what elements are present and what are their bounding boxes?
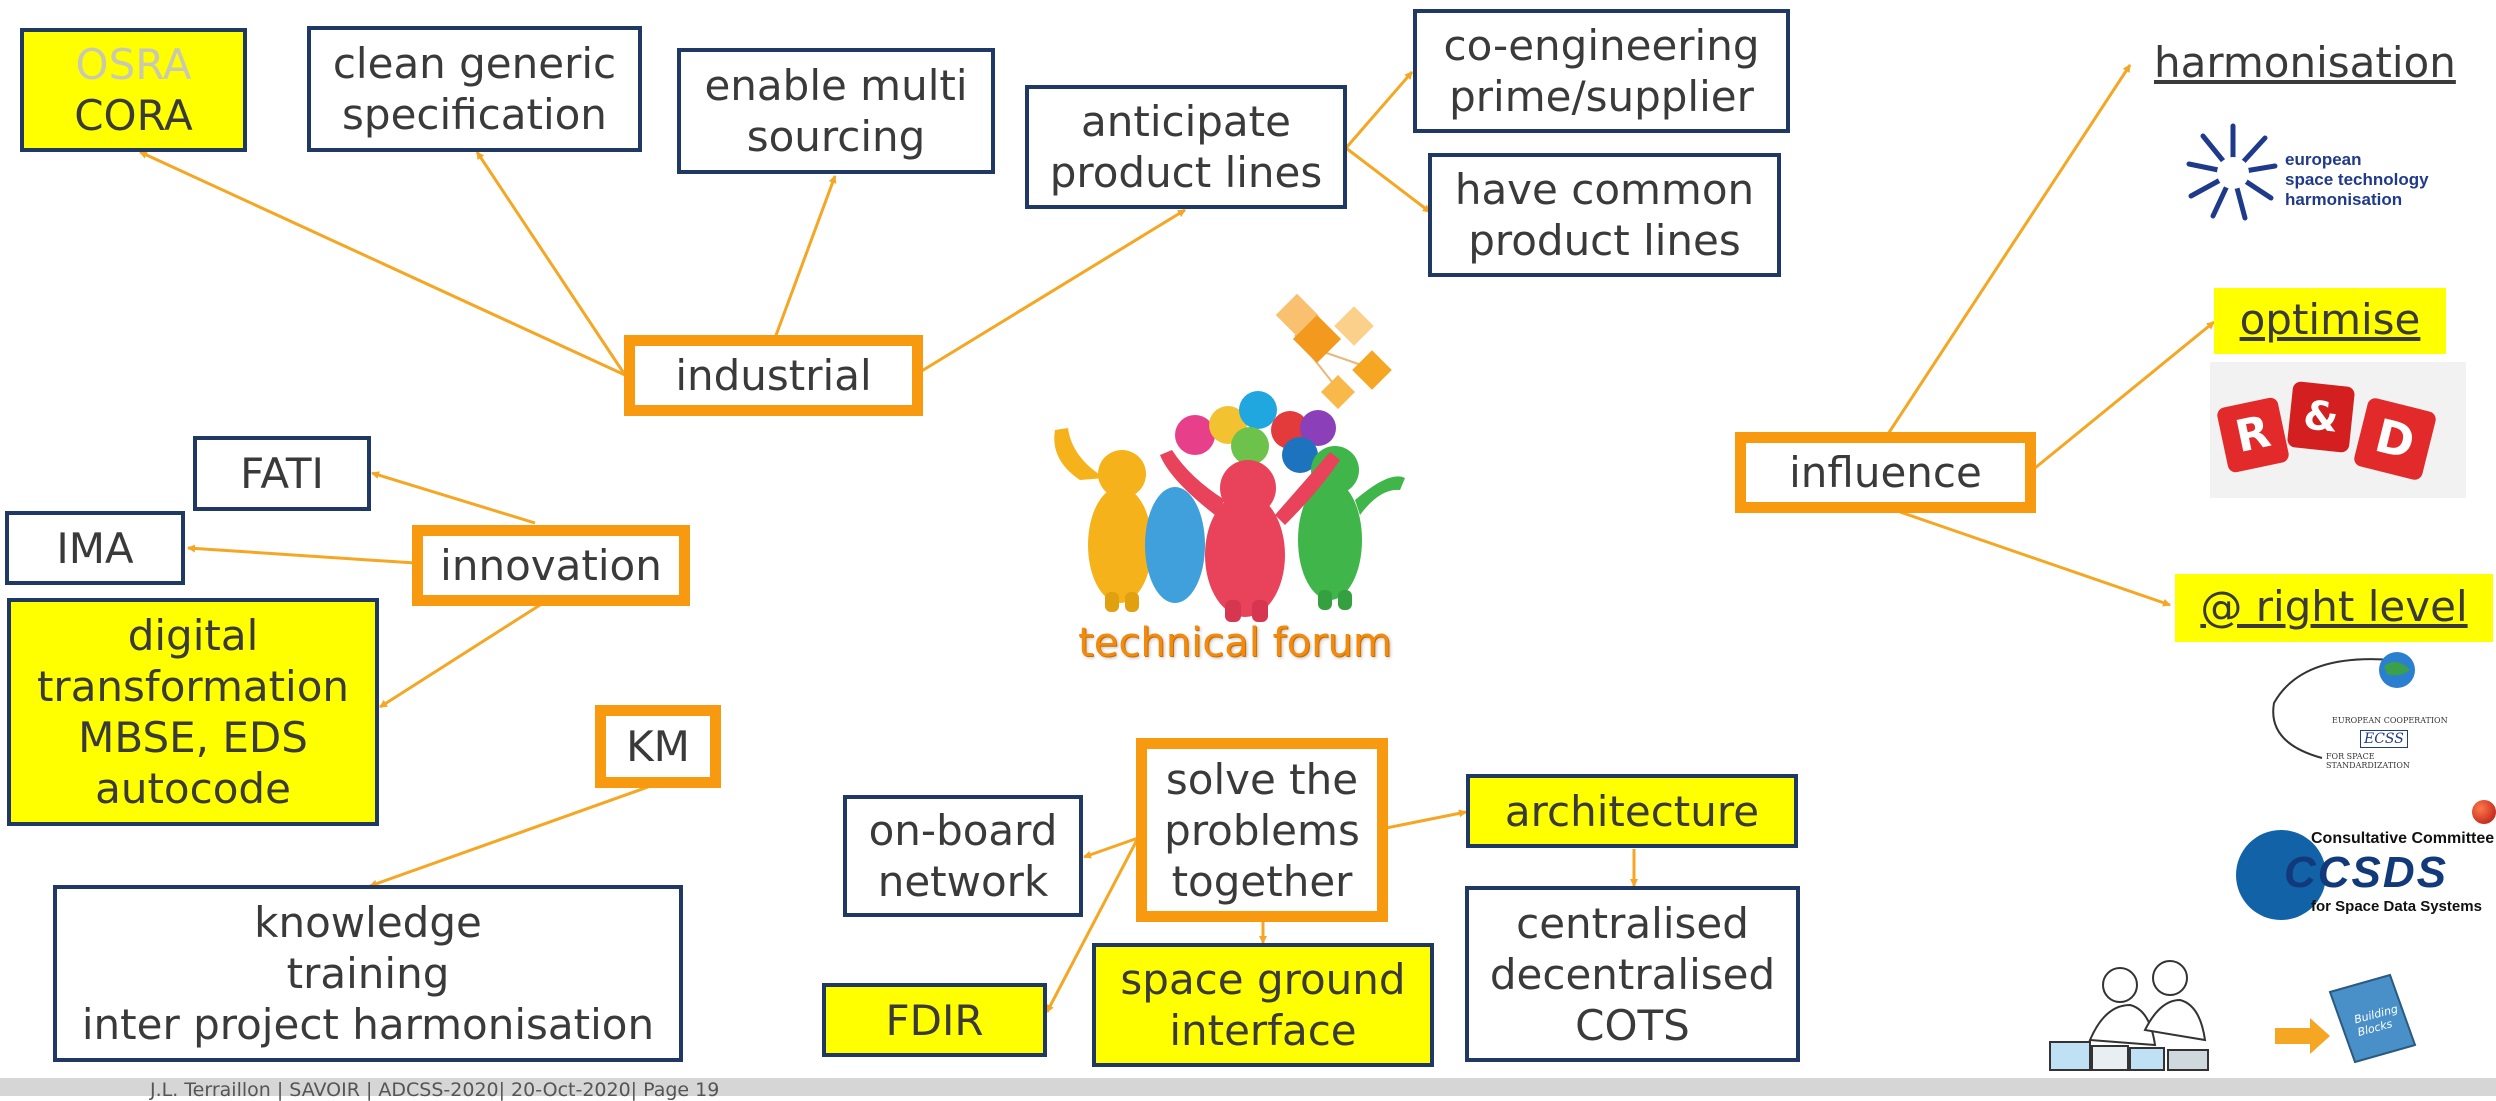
arrow-industrial-spec <box>475 151 627 376</box>
arrow-productlines-coeng <box>1344 71 1414 149</box>
node-km: KM <box>595 705 721 788</box>
arrow-productlines-common <box>1345 146 1431 214</box>
node-common-product-lines: have common product lines <box>1428 153 1781 277</box>
node-ima: IMA <box>5 511 185 585</box>
node-centralised: centralised decentralised COTS <box>1465 886 1800 1062</box>
arrow-influence-harmonisation <box>1886 64 2132 435</box>
arrow-km-knowledge <box>369 785 649 888</box>
target-optimise[interactable]: optimise <box>2214 288 2446 354</box>
node-knowledge: knowledge training inter project harmoni… <box>53 885 683 1062</box>
rd-dice-logo: R & D <box>2210 362 2466 498</box>
node-architecture: architecture <box>1466 774 1798 848</box>
central-title: technical forum <box>1078 620 1392 666</box>
building-blocks-cartoon: Building Blocks <box>2030 950 2420 1090</box>
target-right-level[interactable]: @ right level <box>2175 574 2493 642</box>
arrow-solve-onboard <box>1083 836 1139 859</box>
target-harmonisation[interactable]: harmonisation <box>2154 38 2456 87</box>
node-innovation: innovation <box>412 525 690 606</box>
node-solve-problems: solve the problems together <box>1136 738 1388 922</box>
footer-bar <box>0 1078 2496 1096</box>
ccsds-logo: Consultative Committee CCSDS for Space D… <box>2236 800 2496 920</box>
arrow-industrial-osra <box>139 150 626 377</box>
arrow-influence-optimise <box>2034 320 2215 470</box>
node-onboard-network: on-board network <box>843 795 1083 917</box>
node-fdir: FDIR <box>822 983 1047 1057</box>
arrow-industrial-productlines <box>919 208 1186 374</box>
crowd-illustration <box>1054 293 1405 622</box>
node-influence: influence <box>1735 432 2036 513</box>
node-co-engineering: co-engineering prime/supplier <box>1413 9 1790 133</box>
node-product-lines: anticipate product lines <box>1025 85 1347 209</box>
node-space-ground: space ground interface <box>1092 943 1434 1067</box>
esth-logo: european space technology harmonisation <box>2183 118 2443 228</box>
arrow-industrial-sourcing <box>773 175 837 339</box>
node-multi-sourcing: enable multi sourcing <box>677 48 995 174</box>
arrow-innovation-fati <box>371 471 536 525</box>
ecss-logo: EUROPEAN COOPERATION ECSS FOR SPACE STAN… <box>2262 648 2452 770</box>
node-digital-transformation: digital transformation MBSE, EDS autocod… <box>7 598 379 826</box>
node-industrial: industrial <box>624 335 923 416</box>
network-diamonds-icon <box>1275 293 1392 409</box>
arrow-innovation-digital <box>379 603 541 709</box>
arrow-solve-architecture <box>1385 809 1467 830</box>
footer-text: J.L. Terraillon | SAVOIR | ADCSS-2020| 2… <box>150 1079 720 1101</box>
starburst-icon <box>2186 123 2278 221</box>
arrow-innovation-ima <box>187 544 416 565</box>
arrow-influence-rightlevel <box>1899 510 2171 607</box>
node-osra-cora: OSRA CORA <box>20 28 247 152</box>
arrow-solve-fdir <box>1045 837 1140 1013</box>
node-clean-spec: clean generic specification <box>307 26 642 152</box>
orb-icon <box>2472 800 2496 824</box>
node-fati: FATI <box>193 436 371 511</box>
